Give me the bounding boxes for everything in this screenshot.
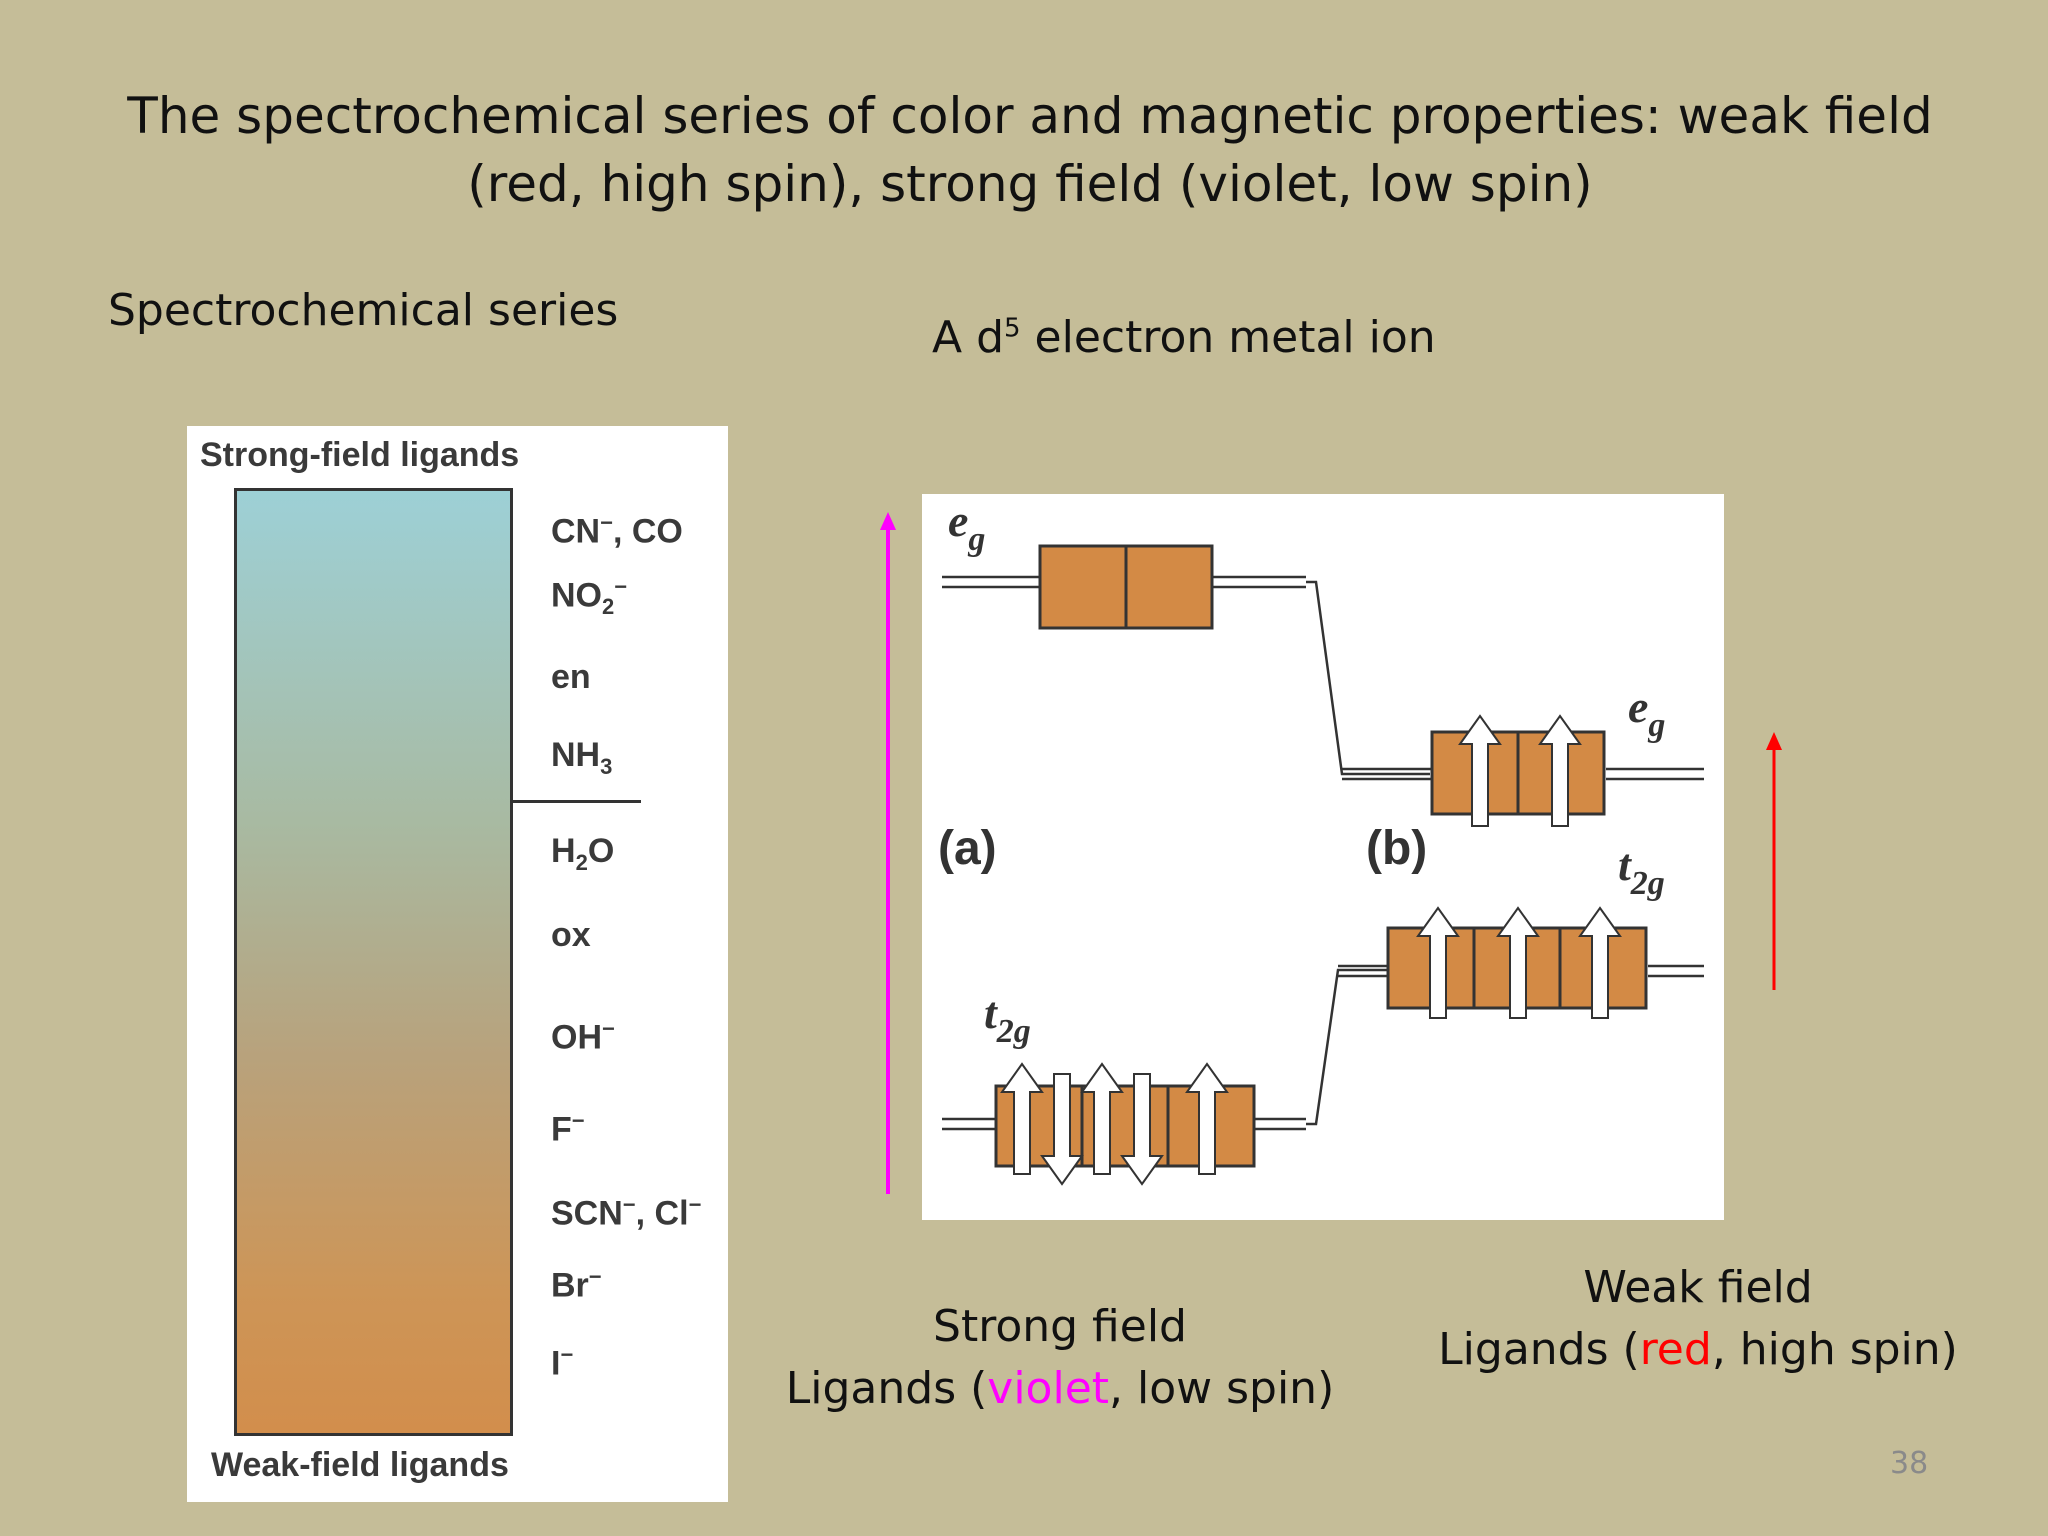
orbital-splitting-diagram: eg t2g (a) (b) eg: [922, 494, 1724, 1220]
strong-caption-line2: Ligands (violet, low spin): [785, 1363, 1335, 1414]
strong-field-caption: Strong field Ligands (violet, low spin): [760, 1296, 1360, 1420]
label-b: (b): [1366, 822, 1427, 875]
ligand-nh3: NH3: [551, 736, 613, 779]
eg-connector: [1306, 580, 1430, 776]
a-eg-level: [942, 544, 1306, 630]
violet-word: violet: [987, 1363, 1110, 1414]
d5-suffix: electron metal ion: [1020, 312, 1436, 363]
strong-field-ligands-label: Strong-field ligands: [200, 436, 520, 474]
splitting-svg: eg t2g (a) (b) eg: [938, 495, 1704, 1185]
spectrochemical-series-heading: Spectrochemical series: [108, 285, 619, 336]
ligand-en: en: [551, 658, 591, 696]
t2g-connector: [1306, 968, 1394, 1126]
weak-caption-line2: Ligands (red, high spin): [1438, 1324, 1958, 1375]
ligand-no2: NO2−: [551, 574, 628, 620]
weak-field-caption: Weak field Ligands (red, high spin): [1418, 1257, 1978, 1381]
d5-ion-heading: A d5 electron metal ion: [932, 312, 1436, 363]
ligand-h2o: H2O: [551, 832, 615, 875]
series-divider-line: [513, 800, 641, 803]
d5-superscript: 5: [1004, 313, 1021, 344]
violet-energy-arrow: [880, 512, 896, 1194]
strong-caption-line1: Strong field: [933, 1301, 1187, 1352]
label-a: (a): [938, 822, 997, 875]
a-t2g-level: [942, 1063, 1306, 1185]
spectrochemical-series-figure: Strong-field ligands CN−, CO NO2− en NH3…: [187, 426, 728, 1502]
field-strength-gradient-bar: [234, 488, 513, 1436]
b-t2g-label: t2g: [1618, 839, 1665, 902]
ligand-oh: OH−: [551, 1016, 615, 1057]
red-word: red: [1639, 1324, 1712, 1375]
ligand-f: F−: [551, 1108, 585, 1149]
ligand-ox: ox: [551, 916, 591, 954]
weak-caption-line1: Weak field: [1583, 1262, 1813, 1313]
ligand-cn-co: CN−, CO: [551, 510, 683, 551]
weak-field-ligands-label: Weak-field ligands: [211, 1446, 509, 1484]
ligand-i: I−: [551, 1342, 574, 1383]
slide-title: The spectrochemical series of color and …: [127, 87, 1933, 213]
ligand-br: Br−: [551, 1264, 602, 1305]
red-energy-arrow: [1766, 732, 1782, 990]
a-eg-label: eg: [948, 495, 985, 558]
ligand-scn-cl: SCN−, Cl−: [551, 1192, 702, 1233]
a-t2g-label: t2g: [984, 987, 1031, 1050]
b-eg-label: eg: [1628, 681, 1665, 744]
b-t2g-level: [1338, 907, 1704, 1019]
d5-prefix: A d: [932, 312, 1005, 363]
b-eg-level: [1342, 715, 1704, 827]
page-number: 38: [1890, 1446, 1929, 1481]
